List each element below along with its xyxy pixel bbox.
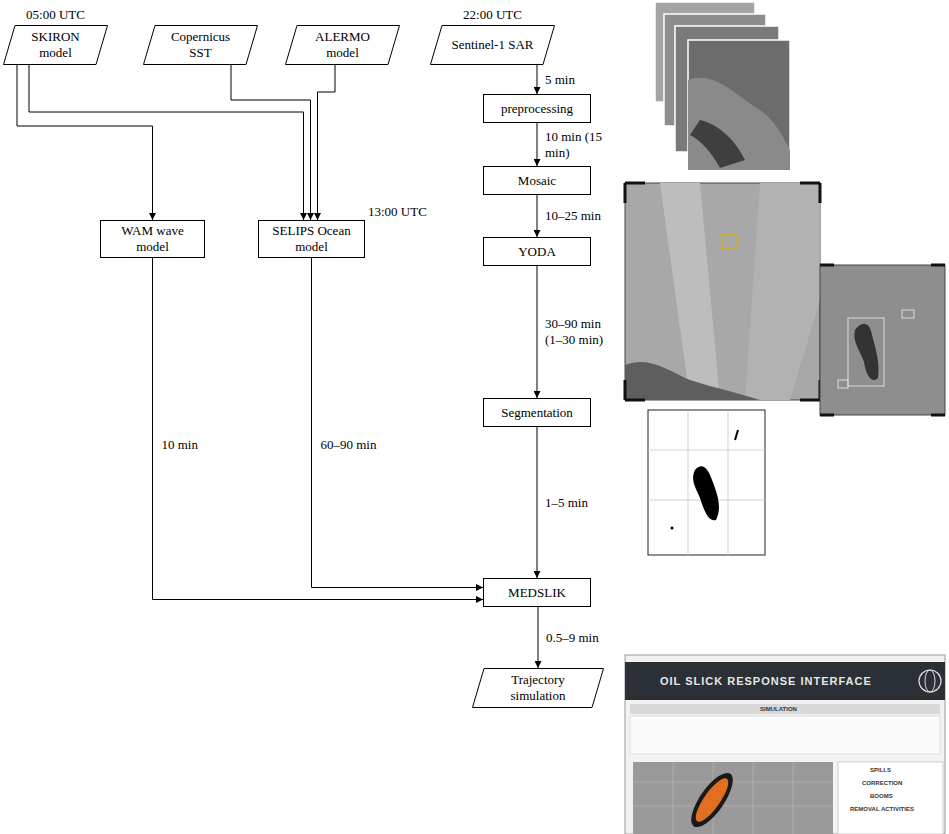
time-label: 22:00 UTC	[430, 7, 555, 23]
flow-arrow	[231, 65, 311, 220]
segmented-slick	[693, 466, 719, 520]
grid-lines	[648, 410, 765, 555]
parallelogram-outline	[431, 26, 555, 65]
process-box: preprocessing	[483, 94, 591, 123]
table-body	[630, 716, 940, 754]
sar-sea-area	[688, 78, 790, 170]
node-text: YODA	[518, 244, 556, 260]
map-view	[633, 762, 833, 834]
node-text: Mosaic	[518, 173, 556, 189]
input-parallelogram: 05:00 UTCSKIRON model	[3, 25, 108, 65]
interface-screenshot	[625, 655, 945, 834]
flow-arrow	[538, 607, 539, 668]
input-parallelogram: Copernicus SST	[143, 25, 258, 65]
mosaic-image	[625, 183, 820, 400]
node-text: SKIRON model	[19, 29, 92, 60]
detection-box	[902, 310, 914, 318]
parallelogram-outline	[144, 26, 258, 65]
frame-corners	[625, 183, 820, 400]
globe-icon	[919, 670, 941, 692]
node-text: Segmentation	[501, 405, 573, 421]
mosaic-swath	[745, 183, 820, 400]
flow-arrow	[537, 65, 538, 94]
flow-arrow	[312, 258, 484, 588]
flow-arrow	[537, 266, 538, 398]
oil-slick	[854, 324, 878, 380]
zoom-frame	[820, 265, 945, 415]
node-text: Trajectory simulation	[488, 672, 588, 703]
zoom-marker	[722, 235, 736, 249]
segmentation-image	[648, 410, 765, 555]
duration-label: 0.5–9 min	[545, 630, 600, 646]
panel-header: SPILLS	[870, 767, 891, 774]
time-label: 13:00 UTC	[368, 204, 427, 220]
frame-corners	[820, 265, 945, 415]
globe-icon	[925, 670, 935, 692]
duration-label: 1–5 min	[544, 495, 589, 511]
sar-image	[688, 40, 790, 170]
node-text: Copernicus SST	[159, 29, 242, 60]
process-box: MEDSLIK	[483, 578, 591, 607]
panel-header: BOOMS	[870, 793, 893, 800]
duration-label: 60–90 min	[320, 437, 378, 453]
panel-header: REMOVAL ACTIVITIES	[850, 806, 914, 813]
process-box: Segmentation	[483, 398, 591, 427]
flow-arrow	[17, 65, 153, 220]
slick-outline	[684, 767, 740, 833]
flow-arrow	[318, 65, 336, 220]
panel-header: SIMULATION	[760, 706, 797, 713]
input-parallelogram: ALERMO model	[285, 25, 400, 65]
flow-arrow	[153, 258, 484, 600]
sar-land	[690, 120, 745, 168]
flow-arrow	[29, 65, 304, 220]
mosaic-frame	[625, 183, 820, 400]
screenshot-frame	[625, 655, 945, 834]
duration-label: 10 min	[161, 437, 199, 453]
parallelogram-outline	[286, 26, 400, 65]
parallelogram-outline	[473, 669, 604, 708]
duration-label: 10 min (15 min)	[544, 129, 616, 160]
sar-image-stack	[655, 2, 790, 170]
node-text: Sentinel-1 SAR	[452, 37, 534, 53]
segmentation-frame	[648, 410, 765, 555]
mosaic-swath	[660, 183, 720, 400]
interface-title: OIL SLICK RESPONSE INTERFACE	[660, 675, 872, 687]
side-panel	[838, 762, 943, 834]
slick-simulation	[691, 774, 734, 826]
process-box: YODA	[483, 237, 591, 266]
node-text: WAM wave model	[106, 223, 199, 254]
duration-label: 30–90 min (1–30 min)	[544, 316, 616, 347]
time-label: 05:00 UTC	[3, 7, 108, 23]
detection-box	[848, 318, 884, 386]
map-grid	[633, 762, 833, 834]
node-text: preprocessing	[501, 101, 573, 117]
duration-label: 5 min	[544, 72, 576, 88]
process-box: WAM wave model	[100, 220, 205, 258]
duration-label: 10–25 min	[544, 208, 602, 224]
node-text: SELIPS Ocean model	[264, 223, 359, 254]
process-box: 13:00 UTCSELIPS Ocean model	[258, 220, 365, 258]
table-header	[630, 704, 940, 714]
node-text: ALERMO model	[301, 29, 384, 60]
flow-arrow	[537, 195, 538, 237]
panel-header: CORRECTION	[862, 780, 902, 787]
process-box: Mosaic	[483, 166, 591, 195]
zoom-image	[820, 265, 945, 415]
parallelogram-outline	[4, 26, 108, 65]
node-text: MEDSLIK	[508, 585, 566, 601]
segmented-slick	[671, 527, 674, 530]
detection-box	[838, 380, 848, 388]
flow-arrow	[537, 123, 538, 166]
input-parallelogram: 22:00 UTCSentinel-1 SAR	[430, 25, 555, 65]
mosaic-land	[625, 362, 760, 400]
interface-banner	[625, 662, 945, 700]
output-parallelogram: Trajectory simulation	[472, 668, 604, 708]
flow-arrow	[537, 427, 538, 578]
segmented-slick	[735, 430, 738, 440]
